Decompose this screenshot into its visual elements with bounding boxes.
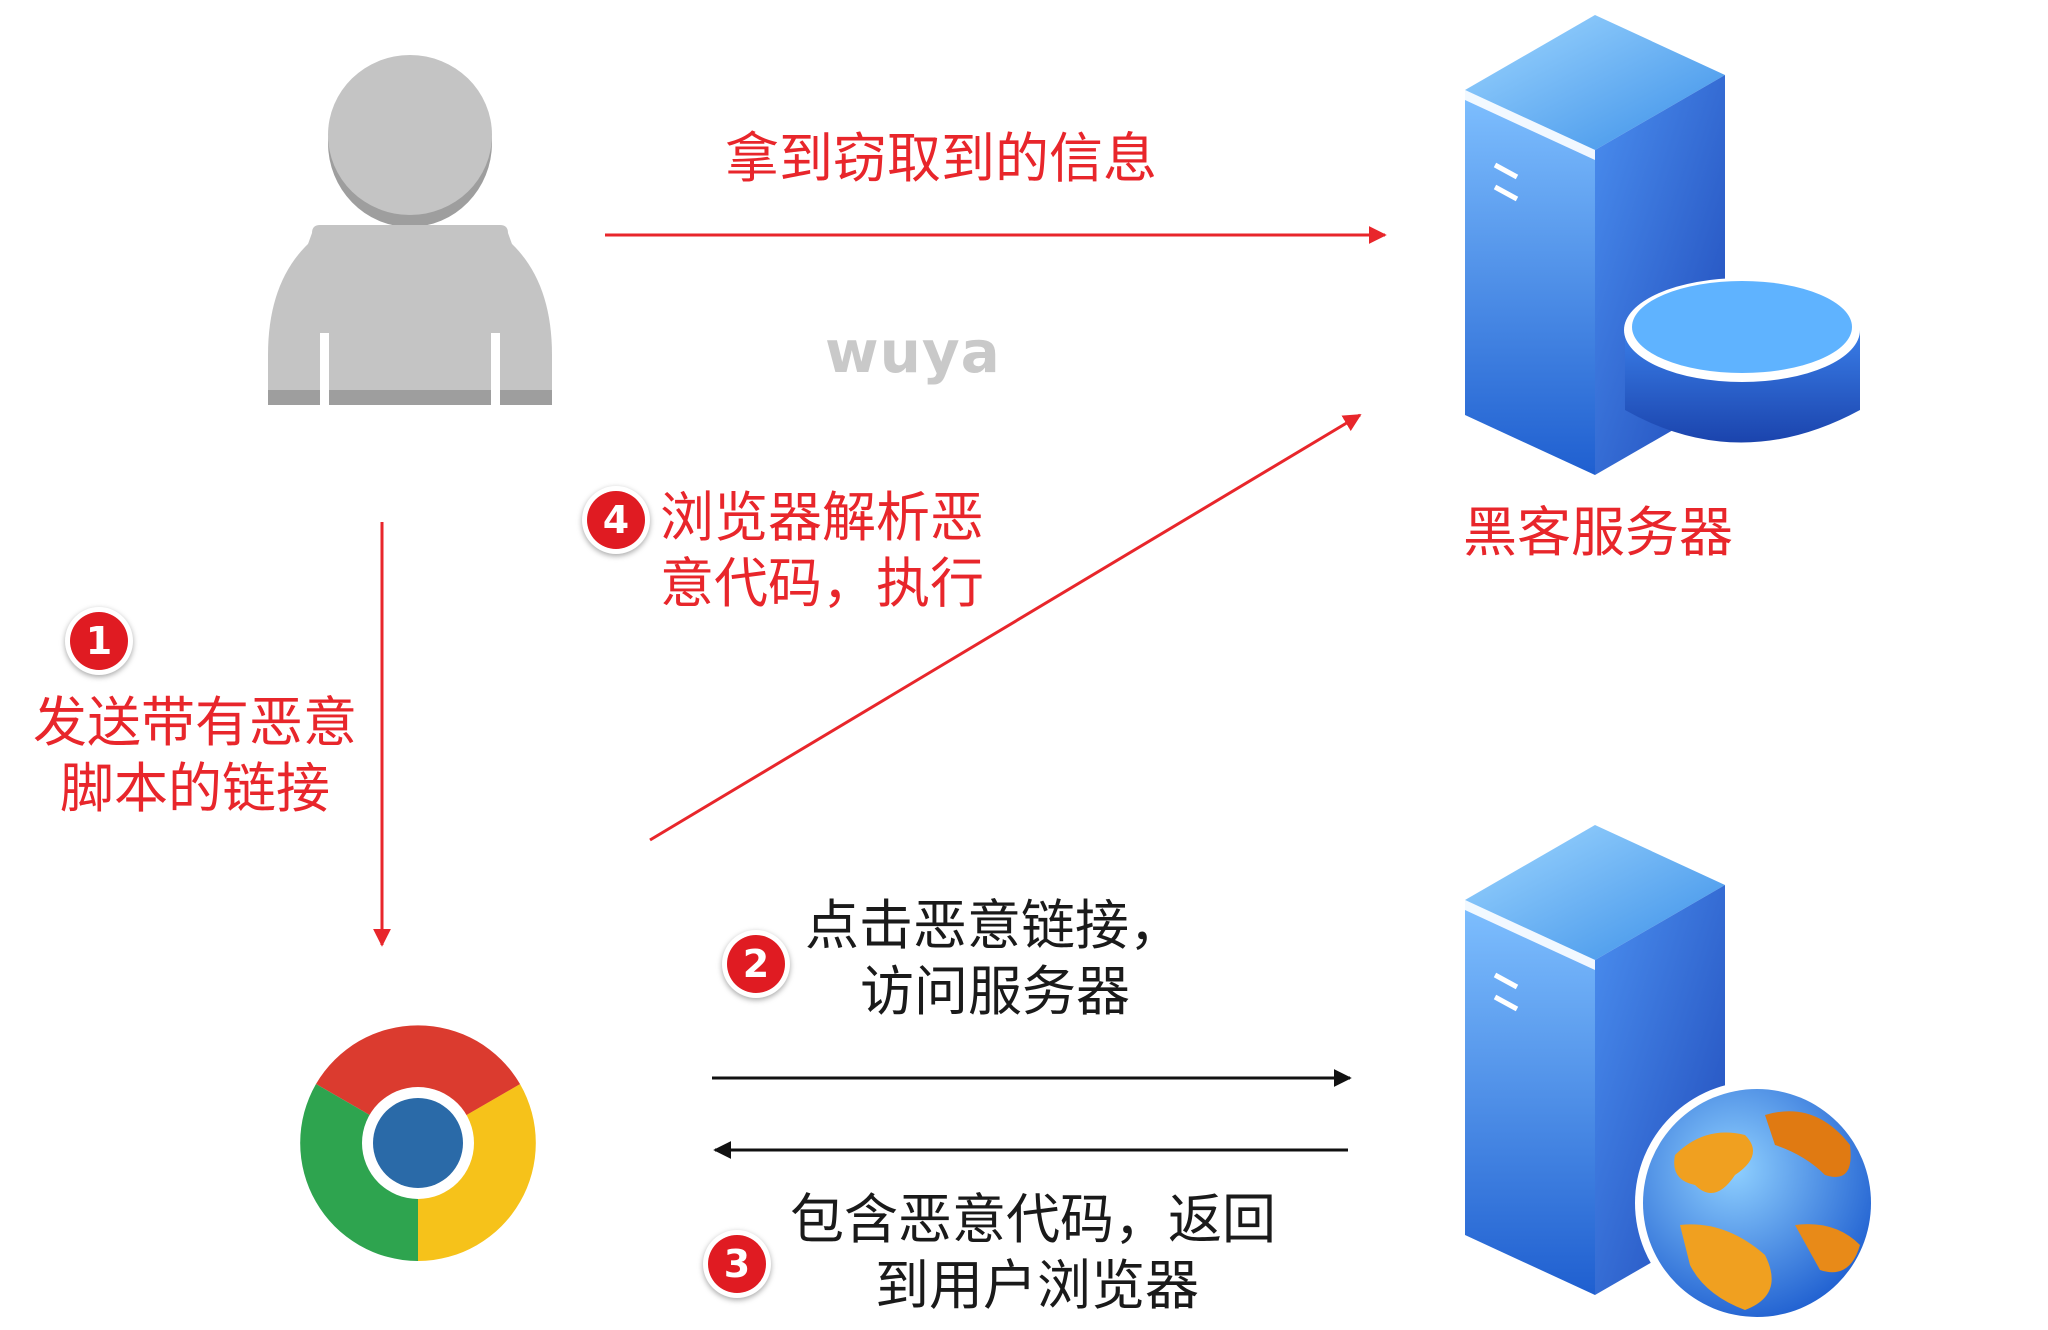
web-server-icon bbox=[1465, 825, 1879, 1325]
step-2-badge: 2 bbox=[727, 935, 785, 993]
step-3-line-1: 包含恶意代码，返回 bbox=[790, 1188, 1276, 1251]
step-4-label: 浏览器解析恶 意代码，执行 bbox=[660, 485, 984, 617]
step-1-label: 发送带有恶意 脚本的链接 bbox=[25, 690, 365, 822]
step-1-badge: 1 bbox=[70, 612, 128, 670]
step-2-line-2: 访问服务器 bbox=[860, 959, 1130, 1023]
step-4-line-1: 浏览器解析恶 bbox=[660, 486, 984, 549]
chrome-icon bbox=[300, 1025, 536, 1261]
step-2-line-1: 点击恶意链接， bbox=[805, 894, 1183, 957]
step-3-badge: 3 bbox=[708, 1235, 766, 1293]
step-1-line-2: 脚本的链接 bbox=[60, 756, 330, 820]
step-3-line-2: 到用户浏览器 bbox=[875, 1253, 1199, 1317]
watermark-text: wuya bbox=[825, 318, 1001, 386]
label-hacker-server: 黑客服务器 bbox=[1463, 501, 1733, 564]
step-2-label: 点击恶意链接， 访问服务器 bbox=[805, 893, 1183, 1025]
hacker-server-icon bbox=[1465, 15, 1860, 475]
label-steal-info: 拿到窃取到的信息 bbox=[725, 127, 1157, 190]
arrow-browser-to-hacker bbox=[649, 413, 1362, 842]
step-3-label: 包含恶意代码，返回 到用户浏览器 bbox=[790, 1187, 1276, 1319]
user-icon bbox=[268, 55, 552, 405]
step-4-badge: 4 bbox=[587, 491, 645, 549]
step-1-line-1: 发送带有恶意 bbox=[33, 691, 357, 754]
step-4-line-2: 意代码，执行 bbox=[660, 551, 984, 615]
